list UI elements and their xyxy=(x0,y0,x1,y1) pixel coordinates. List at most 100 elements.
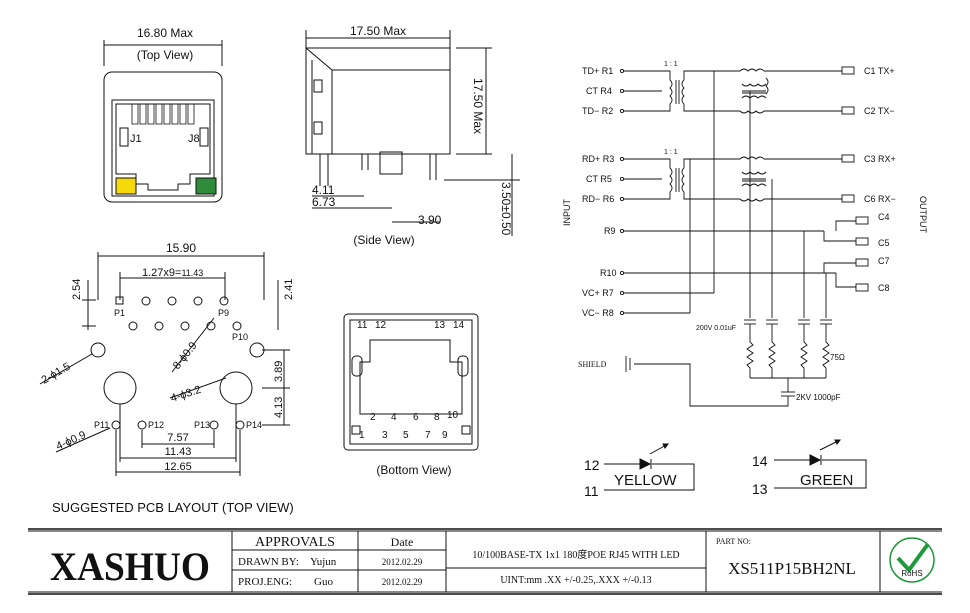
pcb-hole-09a: 8-ϕ0.9 xyxy=(171,340,200,372)
led-yellow: 12 11 YELLOW xyxy=(584,443,695,499)
pcb-dim-254: 2.54 xyxy=(71,279,83,300)
r10-label: R10 xyxy=(600,268,617,278)
td-minus-label: TD− R2 xyxy=(582,106,613,116)
green-pin-a: 14 xyxy=(752,453,768,469)
pin-row-even xyxy=(128,321,242,331)
yellow-name: YELLOW xyxy=(614,472,677,489)
side-height-label: 17.50 Max xyxy=(471,78,485,134)
hole-15-left xyxy=(90,342,106,358)
bv-n14: 14 xyxy=(453,320,465,331)
bv-n4: 4 xyxy=(391,412,397,423)
proj-eng-label: PROJ.ENG: xyxy=(238,576,292,588)
side-dim-d: 3.50±0.50 xyxy=(499,182,513,236)
bv-n10: 10 xyxy=(447,410,459,421)
ratio-2: 1 : 1 xyxy=(664,149,678,156)
pin-p1-pad xyxy=(115,296,124,305)
ct-r4-label: CT R4 xyxy=(586,86,612,96)
rohs-label: RoHS xyxy=(901,569,922,578)
r9-label: R9 xyxy=(604,226,616,236)
bottom-view: 11 12 13 14 2 4 6 8 10 1 3 5 7 9 (Bottom… xyxy=(343,313,479,477)
bv-caption: (Bottom View) xyxy=(376,463,451,477)
green-name: GREEN xyxy=(800,472,853,489)
pin-j1-label: J1 xyxy=(130,133,142,145)
pcb-dim-pitch: 1.27x9=11.43 xyxy=(142,267,203,279)
led-green: 14 13 GREEN xyxy=(752,439,867,497)
hole-15-right xyxy=(249,342,265,358)
led-green-window xyxy=(195,177,217,195)
part-no-label: PART NO: xyxy=(716,537,751,546)
c2-label: C2 TX− xyxy=(864,106,895,116)
td-plus-label: TD+ R1 xyxy=(582,66,613,76)
bv-n8: 8 xyxy=(434,412,440,423)
bv-n1: 1 xyxy=(359,430,365,441)
pcb-dim-757: 7.57 xyxy=(167,432,188,444)
drawn-date: 2012.02.29 xyxy=(382,557,423,567)
pcb-hole-15: 2-ϕ1.5 xyxy=(40,361,73,387)
top-caption: (Top View) xyxy=(137,48,193,62)
side-view: 17.50 Max 17.50 Max 3.50±0.50 4.11 6.73 … xyxy=(305,24,520,247)
pcb-title: SUGGESTED PCB LAYOUT (TOP VIEW) xyxy=(52,500,294,515)
c4-label: C4 xyxy=(878,212,890,222)
green-pin-b: 13 xyxy=(752,481,768,497)
hv-cap-label: 2KV 1000pF xyxy=(796,393,841,402)
termination-resistors xyxy=(746,324,830,378)
pcb-dim-389: 3.89 xyxy=(273,361,285,382)
top-width-label: 16.80 Max xyxy=(137,26,193,40)
pcb-pitch-total: 11.43 xyxy=(181,268,203,278)
res-label: 75Ω xyxy=(830,353,845,362)
side-caption: (Side View) xyxy=(353,233,414,247)
date-header: Date xyxy=(391,535,414,549)
c6-label: C6 RX− xyxy=(864,194,896,204)
yellow-pin-a: 12 xyxy=(584,457,600,473)
yellow-pin-b: 11 xyxy=(584,483,599,499)
input-label: INPUT xyxy=(562,198,572,226)
input-terminals xyxy=(619,68,625,316)
vc-minus-label: VC− R8 xyxy=(582,308,614,318)
bv-n5: 5 xyxy=(403,430,409,441)
part-number: XS511P15BH2NL xyxy=(728,559,856,578)
bv-n6: 6 xyxy=(413,412,419,423)
c5-label: C5 xyxy=(878,238,890,248)
bv-n12: 12 xyxy=(375,320,387,331)
pin-row-odd xyxy=(141,296,229,306)
product-description: 10/100BASE-TX 1x1 180度POE RJ45 WITH LED xyxy=(472,548,679,561)
termination-caps xyxy=(744,319,832,325)
bv-n13: 13 xyxy=(434,320,446,331)
proj-date: 2012.02.29 xyxy=(382,577,423,587)
pin-p12-label: P12 xyxy=(148,420,164,430)
bv-n2: 2 xyxy=(370,412,376,423)
pin-p11-label: P11 xyxy=(94,420,109,430)
side-dim-b: 6.73 xyxy=(312,195,336,209)
title-block: XASHUO APPROVALS Date DRAWN BY: Yujun 20… xyxy=(28,528,942,595)
pin-p14-label: P14 xyxy=(246,420,262,430)
c3-label: C3 RX+ xyxy=(864,154,896,164)
tolerance-note: UINT:mm .XX +/-0.25,.XXX +/-0.13 xyxy=(500,575,651,586)
schematic: INPUT OUTPUT TD+ R1 CT R4 TD− R2 RD+ R3 … xyxy=(562,61,928,407)
bv-n3: 3 xyxy=(382,430,388,441)
shield-label: SHIELD xyxy=(578,360,607,369)
pcb-pitch-label: 1.27x9= xyxy=(142,267,181,279)
pcb-dim-width: 15.90 xyxy=(166,241,196,255)
side-width-label: 17.50 Max xyxy=(350,24,406,38)
hole-32-left xyxy=(103,371,137,405)
approvals-header: APPROVALS xyxy=(255,535,335,550)
pcb-dim-241: 2.41 xyxy=(283,279,295,300)
led-yellow-window xyxy=(115,177,137,195)
hole-32-right xyxy=(219,371,253,405)
company-logo: XASHUO xyxy=(50,544,210,589)
output-label: OUTPUT xyxy=(918,196,928,234)
pcb-dim-1265: 12.65 xyxy=(164,461,192,473)
ratio-1: 1 : 1 xyxy=(664,61,678,68)
c7-label: C7 xyxy=(878,256,890,266)
bv-n11: 11 xyxy=(357,320,368,331)
pin-p1-label: P1 xyxy=(114,308,125,318)
rohs-badge: RoHS xyxy=(889,537,935,583)
rd-plus-label: RD+ R3 xyxy=(582,154,614,164)
bv-n7: 7 xyxy=(425,430,431,441)
proj-eng-name: Guo xyxy=(314,576,333,588)
drawn-by-name: Yujun xyxy=(310,556,337,568)
vc-plus-label: VC+ R7 xyxy=(582,288,614,298)
bv-n9: 9 xyxy=(442,430,448,441)
side-dim-c: 3.90 xyxy=(418,213,442,227)
